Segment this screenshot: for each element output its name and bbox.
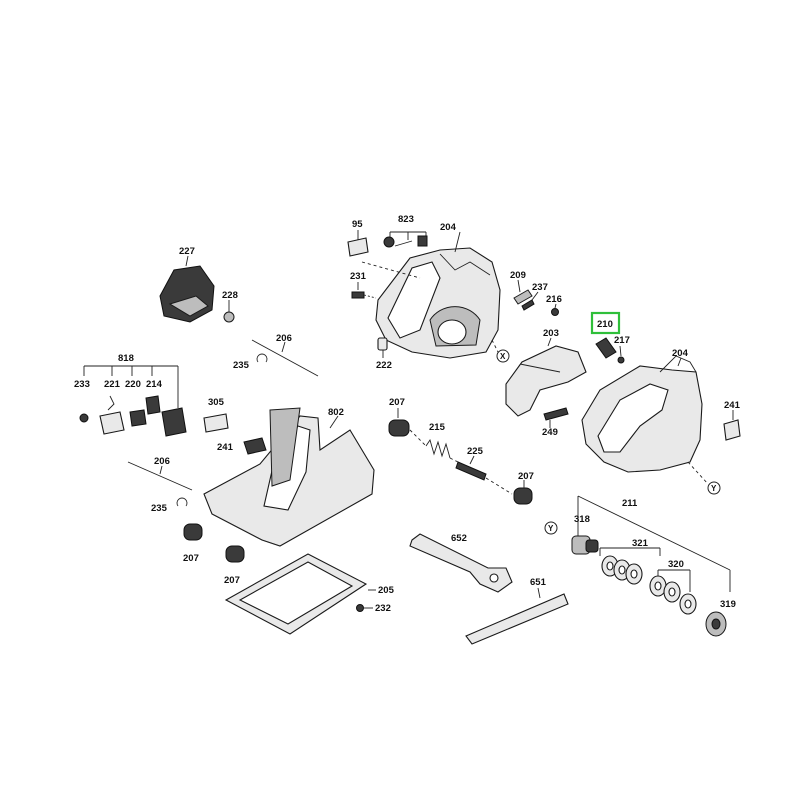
callout-205: 205 xyxy=(378,585,395,596)
part-231[interactable] xyxy=(351,291,377,299)
callout-206-lower: 206 xyxy=(154,456,170,467)
callout-215: 215 xyxy=(429,422,446,433)
callout-233: 233 xyxy=(74,379,90,390)
part-209[interactable] xyxy=(513,289,533,305)
callout-207-left-2: 207 xyxy=(224,575,240,586)
part-249[interactable] xyxy=(543,407,569,421)
callout-241-right: 241 xyxy=(724,400,741,411)
part-802-base[interactable] xyxy=(203,407,375,547)
part-235-upper[interactable] xyxy=(256,353,268,363)
part-321-washers[interactable] xyxy=(601,555,643,585)
callout-207-upper: 207 xyxy=(389,397,405,408)
callout-235-lower: 235 xyxy=(151,503,168,514)
callout-204-right: 204 xyxy=(672,348,689,359)
callout-206-upper: 206 xyxy=(276,333,292,344)
callout-802: 802 xyxy=(328,407,344,418)
callout-241-left: 241 xyxy=(217,442,234,453)
part-204-housing[interactable] xyxy=(375,247,501,359)
part-203-guard[interactable] xyxy=(505,345,587,417)
part-206-lower[interactable] xyxy=(127,461,193,491)
callout-203: 203 xyxy=(543,328,559,339)
part-207-upper[interactable] xyxy=(388,419,410,437)
callout-232: 232 xyxy=(375,603,391,614)
part-207-left-2[interactable] xyxy=(225,545,245,563)
connector-x-1: X xyxy=(500,352,506,361)
callout-207-right: 207 xyxy=(518,471,534,482)
callout-305: 305 xyxy=(208,397,225,408)
part-207-left-1[interactable] xyxy=(183,523,203,541)
callout-318: 318 xyxy=(574,514,590,525)
part-205-tray[interactable] xyxy=(224,553,368,635)
part-319-nut[interactable] xyxy=(705,611,727,637)
part-818-switch-group[interactable] xyxy=(79,365,187,437)
part-210[interactable] xyxy=(595,337,617,359)
callout-216: 216 xyxy=(546,294,562,305)
part-207-right[interactable] xyxy=(513,487,533,505)
callout-228: 228 xyxy=(222,290,238,301)
callout-204-top: 204 xyxy=(440,222,457,233)
callout-652: 652 xyxy=(451,533,467,544)
part-217[interactable] xyxy=(617,356,625,364)
callout-209: 209 xyxy=(510,270,526,281)
callout-214: 214 xyxy=(146,379,163,390)
callout-210: 210 xyxy=(597,319,613,330)
part-305[interactable] xyxy=(203,413,229,433)
part-228[interactable] xyxy=(223,311,235,323)
connector-y-2: Y xyxy=(548,524,554,533)
callout-227: 227 xyxy=(179,246,195,257)
part-227[interactable] xyxy=(159,265,215,323)
highlight-box-210 xyxy=(590,311,621,335)
callout-211: 211 xyxy=(622,498,638,509)
callout-823: 823 xyxy=(398,214,414,225)
part-318[interactable] xyxy=(571,535,599,555)
callout-207-left-1: 207 xyxy=(183,553,199,564)
callout-231: 231 xyxy=(350,271,367,282)
part-237[interactable] xyxy=(521,299,535,311)
callout-321: 321 xyxy=(632,538,649,549)
part-225[interactable] xyxy=(455,461,487,481)
part-241-left[interactable] xyxy=(243,437,267,455)
connector-y-1: Y xyxy=(711,484,717,493)
callout-221: 221 xyxy=(104,379,121,390)
callout-225: 225 xyxy=(467,446,484,457)
part-206-upper[interactable] xyxy=(251,339,319,377)
part-204-guard[interactable] xyxy=(581,355,703,473)
callout-235-upper: 235 xyxy=(233,360,250,371)
part-823[interactable] xyxy=(383,231,428,248)
part-651-key[interactable] xyxy=(465,593,569,645)
part-241-right[interactable] xyxy=(723,419,741,441)
part-215[interactable] xyxy=(425,438,451,459)
callout-319: 319 xyxy=(720,599,736,610)
part-320-washers[interactable] xyxy=(649,575,697,615)
callout-818: 818 xyxy=(118,353,134,364)
part-232[interactable] xyxy=(356,604,364,612)
part-652-wrench[interactable] xyxy=(409,533,513,593)
callout-651: 651 xyxy=(530,577,547,588)
callout-222: 222 xyxy=(376,360,392,371)
part-235-lower[interactable] xyxy=(176,497,188,507)
callout-220: 220 xyxy=(125,379,141,390)
callout-249: 249 xyxy=(542,427,558,438)
callout-217: 217 xyxy=(614,335,630,346)
callout-320: 320 xyxy=(668,559,684,570)
part-216[interactable] xyxy=(551,308,559,316)
callout-95: 95 xyxy=(352,219,363,230)
part-222[interactable] xyxy=(377,337,388,351)
part-211-bracket[interactable] xyxy=(577,495,731,592)
callout-237: 237 xyxy=(532,282,548,293)
part-95[interactable] xyxy=(347,230,369,257)
